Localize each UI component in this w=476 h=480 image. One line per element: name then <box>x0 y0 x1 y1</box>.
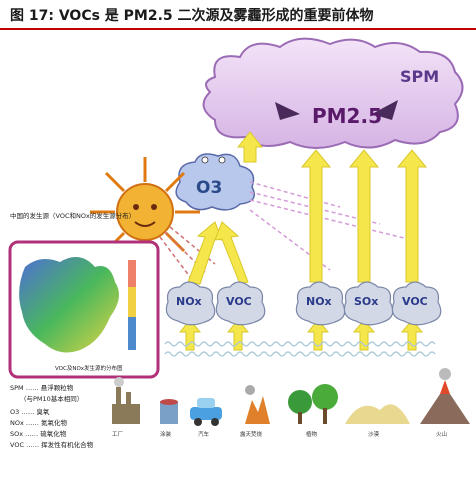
title-bar: 图 17: VOCs 是 PM2.5 二次源及雾霾形成的重要前体物 <box>0 0 476 30</box>
pm25-label: PM2.5 <box>312 104 382 128</box>
paint-icon <box>160 399 178 424</box>
map-title: 中国的发生源（VOC和NOx的发生源分布） <box>10 212 136 220</box>
source-label-burning: 露天焚烧 <box>240 432 263 438</box>
volcano-icon <box>420 368 470 424</box>
legend-row-voc: VOC …… 挥发性有机化合物 <box>10 441 94 449</box>
source-label-volcano: 火山 <box>436 432 448 438</box>
trees-icon <box>288 384 338 424</box>
source-label-paint: 涂装 <box>160 432 172 438</box>
diagram-svg <box>8 37 470 426</box>
factory-icon <box>112 377 140 424</box>
spm-label: SPM <box>400 67 440 86</box>
gas-label-voc-right: VOC <box>402 295 428 308</box>
map-panel <box>8 240 160 379</box>
legend-row-spm: SPM …… 悬浮颗粒物 <box>10 384 74 392</box>
car-icon <box>190 398 222 426</box>
o3-rays <box>249 181 421 271</box>
burning-icon <box>245 385 270 424</box>
rising-arrows <box>178 131 428 351</box>
source-label-car: 汽车 <box>198 432 210 438</box>
gas-label-nox-right: NOx <box>306 295 332 308</box>
legend-row-nox: NOx …… 氮氧化物 <box>10 419 67 427</box>
gas-clouds <box>165 281 442 326</box>
emission-waves <box>164 341 436 357</box>
cloud-eye-right <box>372 100 398 120</box>
sun-rays <box>159 226 216 278</box>
source-label-desert: 沙漠 <box>368 432 380 438</box>
source-label-trees: 植物 <box>306 432 318 438</box>
legend-row-pm10: （与PM10基本相同） <box>20 395 84 403</box>
o3-cloud <box>175 153 255 211</box>
o3-label: O3 <box>196 178 223 198</box>
diagram-stage: SPM PM2.5 O3 NOx VOC NOx SOx VOC 中国的发生源（… <box>0 32 476 475</box>
legend-row-o3: O3 …… 臭氧 <box>10 408 50 416</box>
legend-row-sox: SOx …… 硫氧化物 <box>10 430 67 438</box>
map-caption: VOC及NOx发生源的分布图 <box>55 366 123 372</box>
spm-cloud <box>202 37 464 149</box>
source-label-factory: 工厂 <box>112 432 124 438</box>
gas-label-sox: SOx <box>354 295 379 308</box>
figure-title: 图 17: VOCs 是 PM2.5 二次源及雾霾形成的重要前体物 <box>10 8 374 24</box>
cloud-eye-left <box>275 102 300 120</box>
source-icons <box>112 368 470 426</box>
gas-label-nox-left: NOx <box>176 295 202 308</box>
gas-label-voc-left: VOC <box>226 295 252 308</box>
desert-icon <box>345 404 410 424</box>
